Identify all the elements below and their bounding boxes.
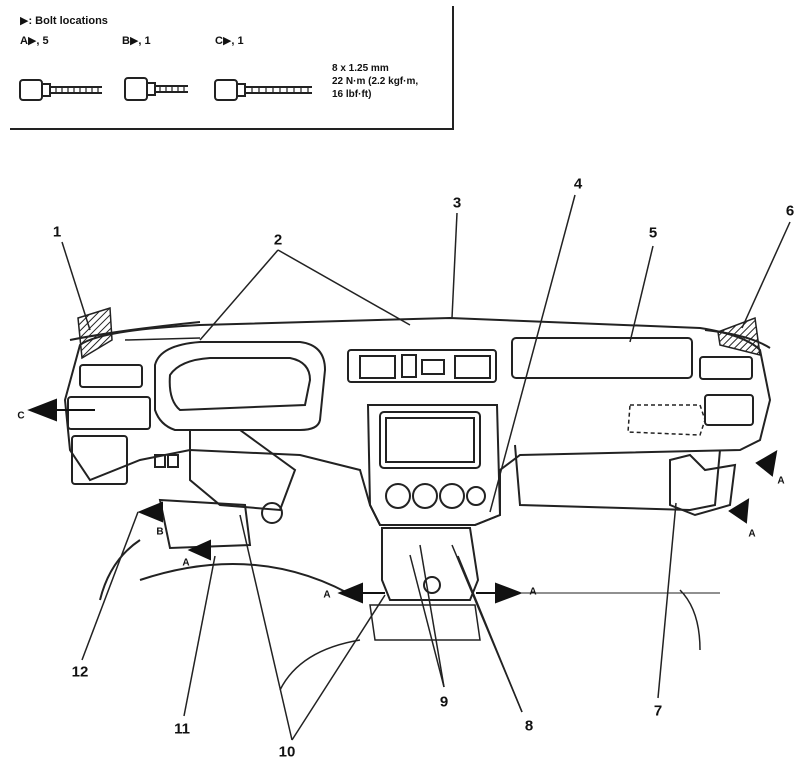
bolt-a-drawing <box>19 79 102 101</box>
legend-location-b: B▶, 1 <box>122 35 151 47</box>
bolt-spec-torque: 22 N·m (2.2 kgf·m, <box>332 76 419 87</box>
arrow-a-center-right <box>495 582 523 604</box>
bolt-marker-a-right-lower: A <box>748 528 756 540</box>
bolt-marker-c: C <box>17 410 25 422</box>
callout-7: 7 <box>653 702 663 720</box>
callout-2: 2 <box>273 231 283 249</box>
arrow-a-center-left <box>337 582 363 604</box>
arrow-a-right-upper <box>755 450 778 477</box>
bolt-marker-a-left: A <box>182 557 190 569</box>
bolt-c-drawing <box>214 79 312 101</box>
callout-11: 11 <box>174 720 190 738</box>
legend-location-c: C▶, 1 <box>215 35 244 47</box>
arrow-c-left <box>27 398 57 422</box>
bolt-marker-a-right-upper: A <box>777 475 785 487</box>
callout-3: 3 <box>452 194 462 212</box>
bolt-legend: ▶: Bolt locations A▶, 5 B▶, 1 C▶, 1 8 x … <box>10 6 454 130</box>
callout-5: 5 <box>648 224 658 242</box>
legend-title: ▶: Bolt locations <box>20 15 108 27</box>
left-vents <box>67 364 179 485</box>
bolt-marker-b: B <box>156 526 164 538</box>
bolt-spec-torque-imperial: 16 lbf·ft) <box>332 89 372 100</box>
leader-lines <box>61 194 791 741</box>
callout-9: 9 <box>439 693 449 711</box>
callout-10: 10 <box>278 743 296 761</box>
instrument-cluster <box>124 337 327 431</box>
legend-location-a: A▶, 5 <box>20 35 49 47</box>
bolt-spec-size: 8 x 1.25 mm <box>332 63 389 74</box>
bolt-arrows <box>27 398 778 604</box>
callout-12: 12 <box>71 663 89 681</box>
arrow-a-left-lower <box>187 539 211 561</box>
bolt-marker-a-center-left: A <box>323 589 331 601</box>
arrow-b-left <box>137 501 163 523</box>
callout-1: 1 <box>52 223 62 241</box>
steering-column <box>99 429 361 601</box>
callout-6: 6 <box>785 202 795 220</box>
lower-brackets <box>279 453 737 691</box>
bolt-spec: 8 x 1.25 mm 22 N·m (2.2 kgf·m, 16 lbf·ft… <box>332 62 418 101</box>
arrow-a-right-lower <box>728 498 750 524</box>
bolt-b-drawing <box>124 77 188 101</box>
bolt-marker-a-center-right: A <box>529 586 537 598</box>
right-vents <box>514 356 754 512</box>
callout-4: 4 <box>573 175 583 193</box>
callout-8: 8 <box>524 717 534 735</box>
center-console <box>366 404 502 526</box>
center-vents <box>347 337 693 383</box>
